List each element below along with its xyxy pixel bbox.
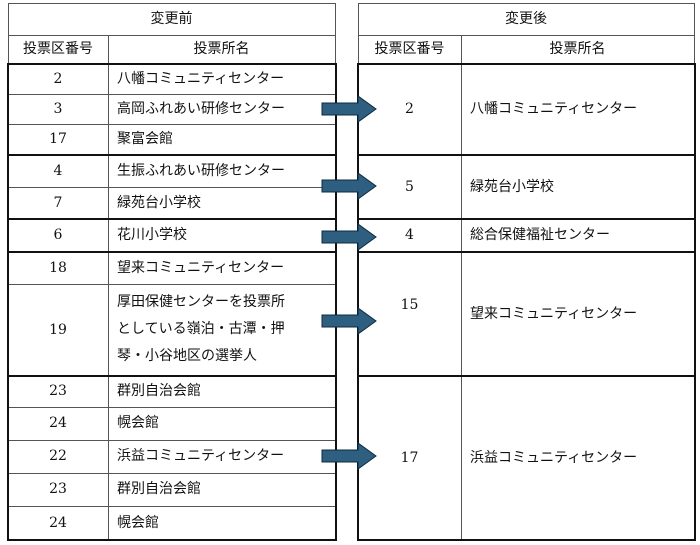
before-row-name-line: 琴・小谷地区の選挙人 (117, 348, 257, 364)
before-row-name: 幌会館 (117, 415, 159, 431)
after-col-number: 投票区番号 (374, 41, 445, 57)
before-row-no: 24 (49, 514, 67, 531)
before-row-no: 3 (53, 100, 63, 117)
before-col-place: 投票所名 (193, 41, 250, 57)
before-row-name: 浜益コミュニティセンター (117, 448, 285, 464)
before-row-no: 18 (49, 259, 67, 276)
before-row-name: 聚富会館 (117, 131, 173, 147)
after-group-name: 望来コミュニティセンター (470, 305, 638, 322)
before-row-no: 6 (53, 227, 63, 243)
before-row-no: 23 (49, 383, 67, 399)
before-row-no: 22 (49, 448, 67, 464)
after-group-no: 15 (400, 296, 419, 313)
after-group-no: 2 (405, 101, 414, 117)
after-group-no: 5 (405, 178, 414, 195)
arrow-right-icon (321, 95, 377, 123)
after-group-no: 17 (400, 449, 419, 466)
after-group-no: 4 (405, 227, 414, 243)
before-row-name-multiline: 厚田保健センターを投票所 としている嶺泊・古潭・押 琴・小谷地区の選挙人 (117, 289, 335, 370)
before-col-number: 投票区番号 (23, 41, 93, 57)
after-group-name: 総合保健福祉センター (470, 227, 610, 243)
after-title: 変更後 (505, 10, 547, 27)
before-row-name: 群別自治会館 (117, 481, 201, 497)
before-row-name-line: 厚田保健センターを投票所 (117, 294, 285, 310)
arrow-right-icon (321, 172, 377, 200)
before-row-name: 望来コミュニティセンター (117, 259, 285, 276)
after-group-name: 八幡コミュニティセンター (470, 101, 638, 117)
before-row-name-line: としている嶺泊・古潭・押 (117, 321, 285, 337)
before-row-name: 幌会館 (117, 514, 159, 531)
before-row-name: 緑苑台小学校 (117, 194, 201, 211)
before-row-no: 7 (53, 194, 63, 211)
arrow-right-icon (321, 442, 377, 470)
before-row-no: 19 (49, 321, 67, 338)
before-row-no: 24 (49, 415, 67, 431)
before-row-no: 23 (49, 481, 67, 497)
before-row-name: 高岡ふれあい研修センター (117, 100, 285, 117)
before-row-no: 17 (49, 131, 67, 147)
before-row-name: 花川小学校 (117, 227, 187, 243)
before-row-name: 群別自治会館 (117, 383, 201, 399)
before-row-name: 八幡コミュニティセンター (117, 70, 285, 87)
before-row-no: 2 (53, 70, 63, 87)
after-group-name: 緑苑台小学校 (470, 178, 554, 195)
before-row-name: 生振ふれあい研修センター (117, 162, 285, 179)
after-col-place: 投票所名 (549, 41, 606, 57)
arrow-right-icon (321, 307, 377, 335)
arrow-right-icon (321, 223, 377, 251)
before-title: 変更前 (150, 10, 193, 27)
after-group-name: 浜益コミュニティセンター (470, 449, 638, 466)
before-row-no: 4 (53, 162, 63, 179)
